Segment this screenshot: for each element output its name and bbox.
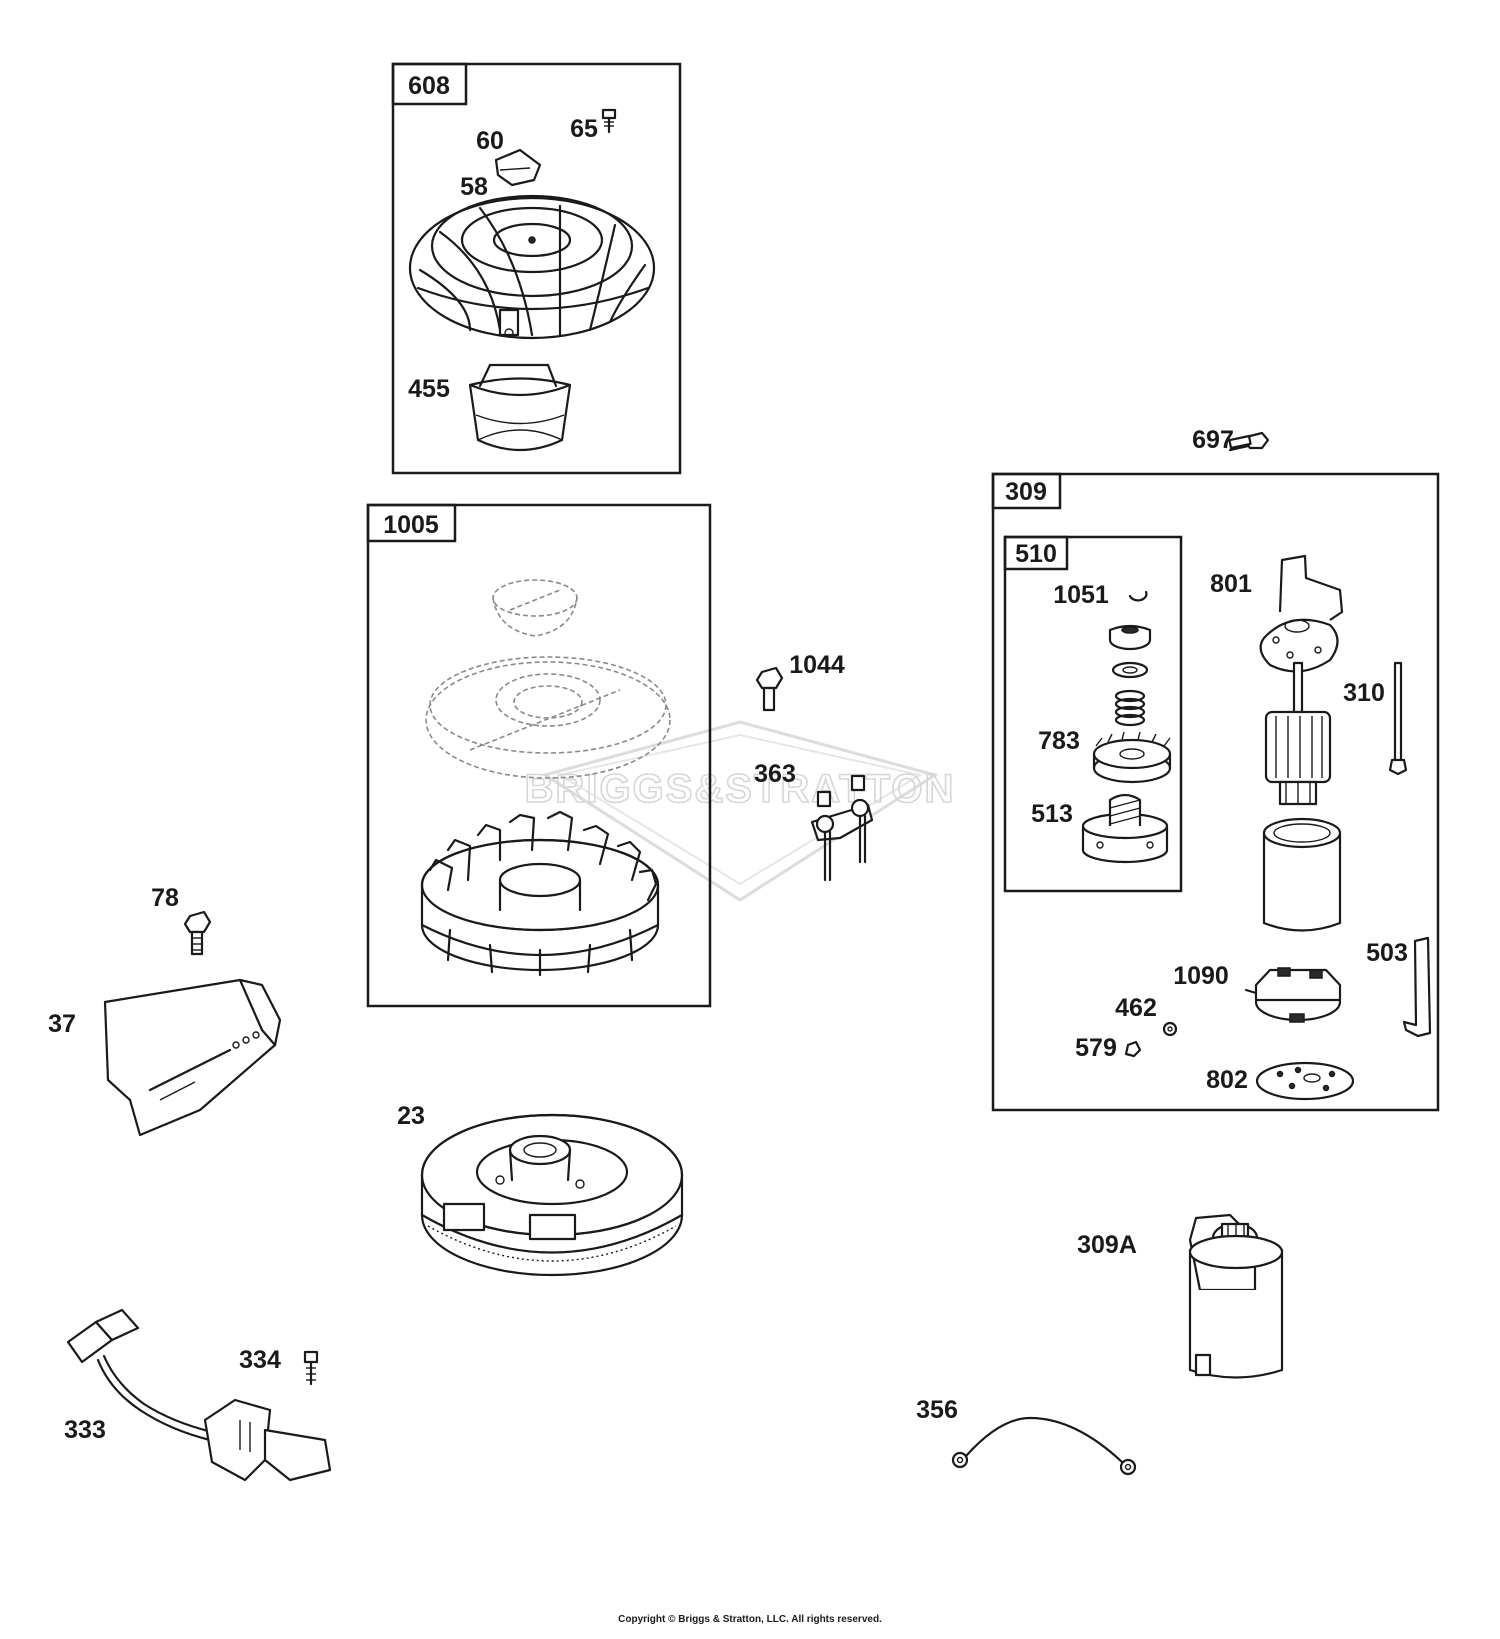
callout-363: 363 xyxy=(754,760,796,788)
part-23-flywheel[interactable] xyxy=(420,1113,684,1277)
part-58-recoil-housing[interactable] xyxy=(408,194,656,340)
callout-697: 697 xyxy=(1192,426,1234,454)
part-513-drive[interactable] xyxy=(1081,793,1169,864)
part-579-nut[interactable] xyxy=(1124,1040,1142,1058)
part-510-spring[interactable] xyxy=(1114,689,1146,727)
part-334-screw[interactable] xyxy=(303,1350,319,1386)
part-1005-fan[interactable] xyxy=(420,810,660,977)
part-333-ignition-armature[interactable] xyxy=(66,1308,332,1482)
part-503-strip[interactable] xyxy=(1402,936,1432,1038)
callout-579: 579 xyxy=(1075,1034,1117,1062)
box-510-label: 510 xyxy=(1015,540,1057,568)
part-37-blower-housing[interactable] xyxy=(103,978,282,1137)
callout-23: 23 xyxy=(397,1102,425,1130)
callout-455: 455 xyxy=(408,375,450,403)
callout-78: 78 xyxy=(151,884,179,912)
callout-462: 462 xyxy=(1115,994,1157,1022)
callout-309A: 309A xyxy=(1077,1231,1137,1259)
callout-333: 333 xyxy=(64,1416,106,1444)
part-60-handle[interactable] xyxy=(494,148,542,187)
callout-1090: 1090 xyxy=(1173,962,1229,990)
callout-37: 37 xyxy=(48,1010,76,1038)
box-608-label: 608 xyxy=(408,72,450,100)
box-608: 608 xyxy=(391,62,682,475)
box-1005: 1005 xyxy=(366,503,712,1008)
part-1051-retaining-ring[interactable] xyxy=(1128,590,1148,602)
part-65-screw[interactable] xyxy=(601,108,617,134)
callout-1044: 1044 xyxy=(789,651,845,679)
callout-310: 310 xyxy=(1343,679,1385,707)
copyright-notice: Copyright © Briggs & Stratton, LLC. All … xyxy=(618,1614,882,1625)
box-510: 510 xyxy=(1003,535,1183,893)
box-1005-label: 1005 xyxy=(383,511,439,539)
part-783-pinion-gear[interactable] xyxy=(1092,731,1172,784)
part-310-through-bolt[interactable] xyxy=(1388,661,1408,776)
callout-783: 783 xyxy=(1038,727,1080,755)
box-309-label: 309 xyxy=(1005,478,1047,506)
callout-503: 503 xyxy=(1366,939,1408,967)
part-309A-starter-motor[interactable] xyxy=(1188,1213,1284,1379)
part-510-washer[interactable] xyxy=(1111,661,1149,679)
part-462-washer[interactable] xyxy=(1162,1021,1178,1037)
box-309: 309 xyxy=(991,472,1440,1112)
part-78-bolt[interactable] xyxy=(183,910,212,956)
part-697-bolt[interactable] xyxy=(1228,431,1270,452)
part-309-housing[interactable] xyxy=(1262,817,1342,932)
callout-334: 334 xyxy=(239,1346,281,1374)
part-363-bracket[interactable] xyxy=(810,774,874,882)
callout-60: 60 xyxy=(476,127,504,155)
callout-65: 65 xyxy=(570,115,598,143)
part-1090-brush-holder[interactable] xyxy=(1244,967,1342,1023)
callout-356: 356 xyxy=(916,1396,958,1424)
part-510-collar[interactable] xyxy=(1108,624,1152,651)
part-356-ground-wire[interactable] xyxy=(951,1416,1137,1476)
part-309-armature[interactable] xyxy=(1264,661,1332,806)
part-1005-cap-ghost xyxy=(492,579,578,637)
part-802-end-plate[interactable] xyxy=(1255,1061,1355,1101)
part-455-starter-cup[interactable] xyxy=(468,363,572,452)
part-1044-bolt[interactable] xyxy=(755,666,784,712)
callout-802: 802 xyxy=(1206,1066,1248,1094)
part-801-end-cap[interactable] xyxy=(1259,554,1344,673)
callout-1051: 1051 xyxy=(1053,581,1109,609)
callout-513: 513 xyxy=(1031,800,1073,828)
callout-58: 58 xyxy=(460,173,488,201)
watermark-text: BRIGGS&STRATTON xyxy=(525,767,956,811)
part-1005-screen-ghost xyxy=(425,656,671,779)
callout-801: 801 xyxy=(1210,570,1252,598)
